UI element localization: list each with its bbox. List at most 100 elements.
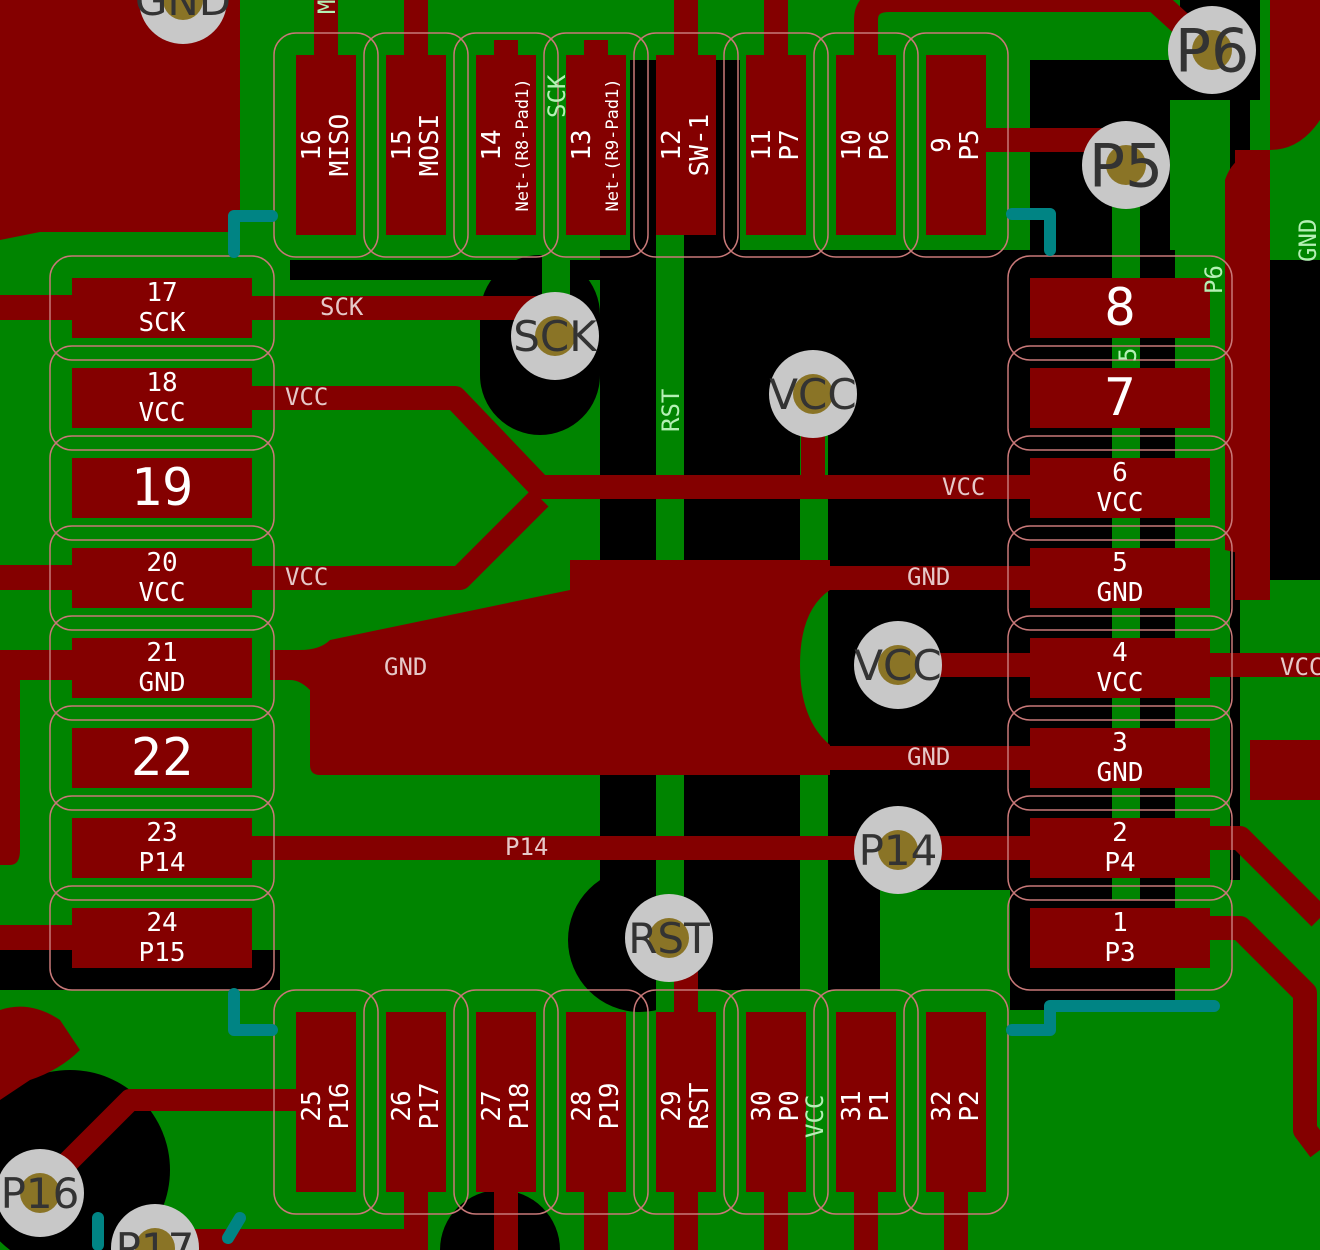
pad-net-top-1: MISO	[325, 114, 355, 177]
back-label-gnd-right: GND	[1294, 219, 1320, 262]
via-label: P17	[116, 1224, 195, 1250]
trace-label-vcc-6: VCC	[942, 473, 985, 501]
pad-num-top-5: 12	[657, 129, 687, 160]
via-hole	[20, 1173, 60, 1213]
back-label-sck: SCK	[543, 74, 571, 118]
pad-net-bottom-4: P19	[595, 1083, 625, 1130]
silkscreen-corners	[92, 208, 1220, 1250]
pad-net-bottom-1: P16	[325, 1083, 355, 1130]
pad-num-right-5: 4	[1112, 638, 1128, 668]
pad-net-bottom-3: P18	[505, 1083, 535, 1130]
via-label: P5	[1089, 132, 1163, 202]
pad-num-top-4: 13	[567, 129, 597, 160]
pad-num-right-2: 7	[1104, 368, 1135, 428]
pad-num-bottom-2: 26	[387, 1090, 417, 1121]
pad-num-right-4: 5	[1112, 548, 1128, 578]
back-label-rst: RST	[657, 389, 685, 432]
pad-num-top-3: 14	[477, 129, 507, 160]
via-p5: P5	[1082, 121, 1170, 209]
pad-net-right-3: VCC	[1097, 488, 1144, 518]
trace-label-vcc-4: VCC	[1280, 653, 1320, 681]
via-hole	[878, 645, 918, 685]
pads	[72, 55, 1210, 1192]
pad-net-bottom-5: RST	[685, 1082, 715, 1129]
via-hole	[793, 374, 833, 414]
courtyard-outlines	[49, 32, 1233, 1215]
trace-label-vcc-18: VCC	[285, 383, 328, 411]
pad-num-top-7: 10	[837, 129, 867, 160]
via-sck: SCK	[511, 292, 599, 380]
pad-labels-bottom: 25 P16 26 P17 27 P18 28 P19 29 RST 30 P0…	[297, 1082, 985, 1129]
pad-net-left-7: P14	[139, 848, 186, 878]
via-hole	[135, 1228, 175, 1250]
pad-num-left-3: 19	[131, 458, 194, 518]
trace-labels: SCK VCC VCC VCC GND GND GND VCC P14	[285, 293, 1320, 861]
via-p17: P17	[111, 1204, 199, 1250]
pad-num-left-4: 20	[146, 548, 177, 578]
via-vcc: VCC	[854, 621, 942, 709]
via-label: P14	[859, 826, 938, 875]
back-label-vcc: VCC	[801, 1095, 829, 1138]
via-label: RST	[628, 914, 710, 963]
pad-num-right-6: 3	[1112, 728, 1128, 758]
pad-net-top-7: P6	[865, 129, 895, 160]
via-hole	[1192, 30, 1232, 70]
trace-label-gnd-3: GND	[907, 743, 950, 771]
trace-label-sck: SCK	[320, 293, 364, 321]
trace-label-vcc-20: VCC	[285, 563, 328, 591]
pad-num-left-8: 24	[146, 908, 177, 938]
pad-num-left-7: 23	[146, 818, 177, 848]
pad-net-left-2: VCC	[139, 398, 186, 428]
via-ring	[139, 0, 227, 44]
pad-num-top-8: 9	[927, 137, 957, 153]
via-hole	[878, 830, 918, 870]
pad-num-bottom-4: 28	[567, 1090, 597, 1121]
via-label: SCK	[513, 312, 598, 361]
via-label: VCC	[769, 370, 856, 419]
pad-num-left-6: 22	[131, 728, 194, 788]
via-vcc: VCC	[769, 350, 857, 438]
via-rst: RST	[625, 894, 713, 982]
front-copper-layer	[0, 0, 1320, 1100]
back-label-p5: 5	[1114, 348, 1142, 362]
pad-num-bottom-6: 30	[747, 1090, 777, 1121]
pad-net-left-1: SCK	[139, 308, 186, 338]
via-hole	[163, 0, 203, 20]
trace-label-p14: P14	[505, 833, 548, 861]
pad-num-right-7: 2	[1112, 818, 1128, 848]
pad-labels-right: 8 7 6 VCC 5 GND 4 VCC 3 GND 2 P4 1 P3	[1097, 278, 1144, 968]
via-label: VCC	[854, 641, 941, 690]
pad-net-left-4: VCC	[139, 578, 186, 608]
back-trace-labels: SCK RST VCC P6 5 GND M	[313, 0, 1320, 1138]
pad-net-top-2: MOSI	[415, 114, 445, 177]
pad-num-top-2: 15	[387, 129, 417, 160]
via-p14: P14	[854, 806, 942, 894]
via-hole	[535, 316, 575, 356]
pad-net-top-4: Net-(R9-Pad1)	[603, 78, 623, 211]
pad-net-top-6: P7	[775, 129, 805, 160]
trace-label-gnd-21: GND	[384, 653, 427, 681]
pad-num-right-1: 8	[1104, 278, 1135, 338]
pad-net-bottom-7: P1	[865, 1090, 895, 1121]
pad-net-right-8: P3	[1104, 938, 1135, 968]
pad-num-left-1: 17	[146, 278, 177, 308]
via-label: P16	[1, 1169, 80, 1218]
pad-net-left-8: P15	[139, 938, 186, 968]
pad-net-right-7: P4	[1104, 848, 1135, 878]
via-gnd: GND	[135, 0, 231, 44]
pad-net-bottom-2: P17	[415, 1083, 445, 1130]
pad-net-right-6: GND	[1097, 758, 1144, 788]
pad-num-left-5: 21	[146, 638, 177, 668]
pad-num-right-3: 6	[1112, 458, 1128, 488]
via-hole	[1106, 145, 1146, 185]
back-label-p6: P6	[1200, 265, 1228, 294]
pad-num-bottom-3: 27	[477, 1090, 507, 1121]
via-label: P6	[1175, 17, 1249, 87]
pad-net-right-5: VCC	[1097, 668, 1144, 698]
pad-labels-left: 17 SCK 18 VCC 19 20 VCC 21 GND 22 23 P14…	[131, 278, 194, 968]
pad-num-bottom-1: 25	[297, 1090, 327, 1121]
pad-net-bottom-6: P0	[775, 1090, 805, 1121]
pad-net-top-3: Net-(R8-Pad1)	[513, 78, 533, 211]
